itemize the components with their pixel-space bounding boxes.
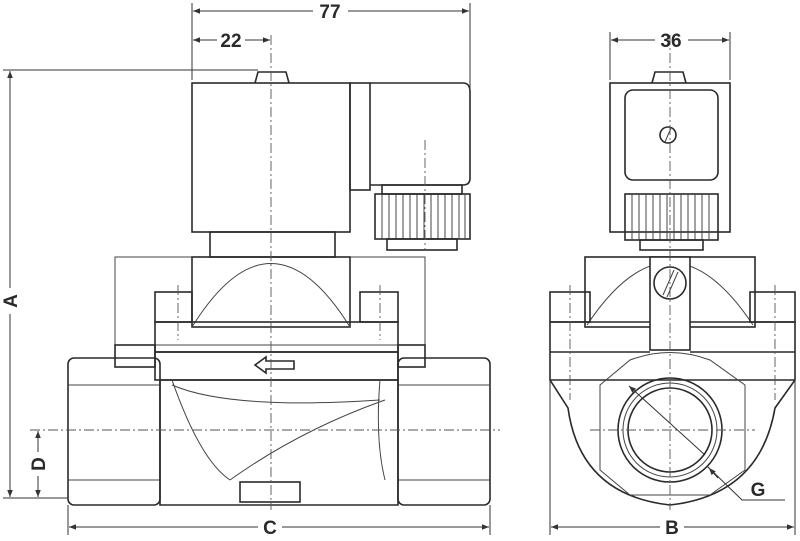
dimension-lines xyxy=(3,3,796,535)
dim-C-label: C xyxy=(263,518,277,539)
lug-right xyxy=(397,344,426,368)
dim-B-label: B xyxy=(665,518,679,539)
dim-D-label: D xyxy=(29,457,50,471)
dim-22-label: 22 xyxy=(220,31,241,52)
bolt-right xyxy=(359,291,399,323)
side-top-nut xyxy=(651,71,687,84)
stem xyxy=(209,231,336,258)
port-left xyxy=(67,357,161,506)
coil-cap xyxy=(349,82,371,191)
dim-A-label: A xyxy=(1,294,22,308)
lug-left xyxy=(114,344,156,368)
back-outline xyxy=(114,256,426,346)
dim-77-label: 77 xyxy=(319,2,340,23)
dimension-labels: 77 22 36 A D C B G xyxy=(1,2,765,539)
port-right xyxy=(397,357,491,506)
dim-36-label: 36 xyxy=(660,31,681,52)
bottom-boss xyxy=(239,481,301,503)
connector xyxy=(370,82,471,186)
body xyxy=(159,379,399,506)
bolt-left xyxy=(154,291,193,323)
top-nut xyxy=(254,71,290,84)
adjust-screw-icon xyxy=(653,266,687,300)
side-bolt-right xyxy=(749,291,796,323)
side-coil xyxy=(609,82,731,233)
side-view xyxy=(549,35,796,510)
screw-icon xyxy=(659,126,677,144)
dim-G-label: G xyxy=(751,480,766,501)
side-knurled-gland xyxy=(624,193,719,251)
front-view xyxy=(30,35,500,510)
terminal-cover xyxy=(624,89,719,181)
bonnet-arc xyxy=(191,263,351,328)
flange-bottom xyxy=(154,351,399,381)
knurled-gland xyxy=(374,184,471,251)
flow-arrow-icon xyxy=(253,355,295,375)
